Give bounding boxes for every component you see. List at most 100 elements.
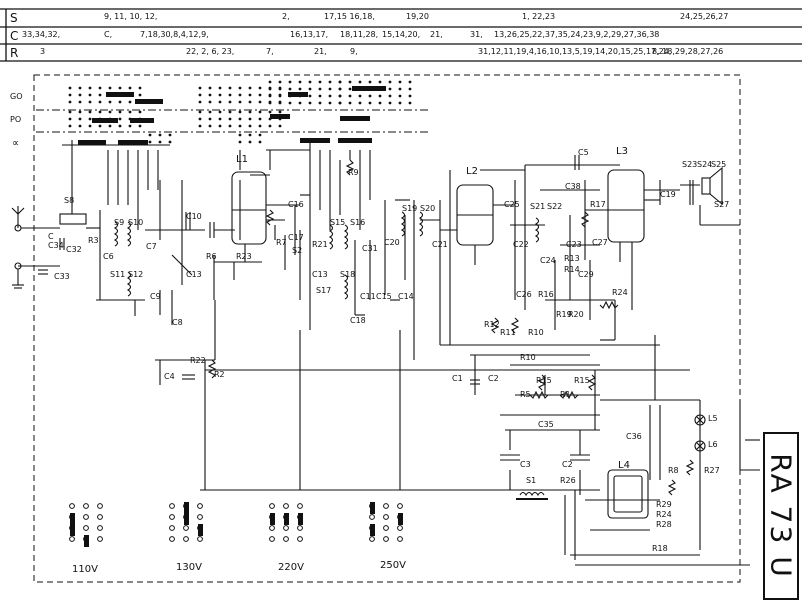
comp-label: C25 xyxy=(504,200,520,209)
comp-label: R14 xyxy=(564,265,580,274)
coil-label-l1: L1 xyxy=(236,154,248,165)
model-label: RA 73 U xyxy=(764,453,798,579)
header-group: 19,20 xyxy=(406,12,429,21)
comp-label: S24 xyxy=(697,160,713,169)
comp-label: C8 xyxy=(172,318,183,327)
comp-label: C13 xyxy=(312,270,328,279)
comp-label: C7 xyxy=(146,242,157,251)
comp-label: R15 xyxy=(574,376,590,385)
comp-label: C34 xyxy=(48,241,64,250)
header-group: C, xyxy=(104,30,113,39)
header-group: 21, xyxy=(430,30,443,39)
voltage-label-130v: 130V xyxy=(176,562,202,573)
comp-label: C35 xyxy=(538,420,554,429)
comp-label: S15 xyxy=(330,218,346,227)
comp-label: R10 xyxy=(520,353,536,362)
voltage-label-110v: 110V xyxy=(72,564,98,575)
header-letter: S xyxy=(10,11,18,25)
comp-label: C23 xyxy=(566,240,582,249)
comp-label: C10 xyxy=(186,212,202,221)
comp-label: R29 xyxy=(656,500,672,509)
header-group: 21, xyxy=(314,47,327,56)
comp-label: R13 xyxy=(564,254,580,263)
header-letter: C xyxy=(10,29,19,43)
comp-label: R2 xyxy=(214,370,225,379)
comp-label: R15 xyxy=(536,376,552,385)
band-label-ac: ∝ xyxy=(12,138,20,149)
comp-label: S16 xyxy=(350,218,366,227)
comp-label: R10 xyxy=(528,328,544,337)
comp-label: S17 xyxy=(316,286,332,295)
comp-label: C6 xyxy=(103,252,114,261)
header-group: 22, 2, 6, 23, xyxy=(186,47,235,56)
comp-label: C36 xyxy=(626,432,642,441)
comp-label: S11 xyxy=(110,270,126,279)
header-group: 2, xyxy=(282,12,290,21)
comp-label: C32 xyxy=(66,245,82,254)
header-group: 7,18,30,8,4,12,9, xyxy=(140,30,209,39)
comp-label: R17 xyxy=(590,200,606,209)
comp-label: C11 xyxy=(360,292,376,301)
comp-label: C xyxy=(48,232,54,241)
comp-label: S19 xyxy=(402,204,418,213)
comp-label: C18 xyxy=(350,316,366,325)
comp-label: C21 xyxy=(432,240,448,249)
comp-label: R9 xyxy=(348,168,359,177)
header-group: 15,14,20, xyxy=(382,30,421,39)
comp-label: S1 xyxy=(526,476,537,485)
coil-label-l3: L3 xyxy=(616,146,628,157)
voltage-label-220v: 220V xyxy=(278,562,304,573)
comp-label: R8 xyxy=(668,466,679,475)
comp-label: R24 xyxy=(612,288,628,297)
comp-label: C9 xyxy=(150,292,161,301)
comp-label: S18 xyxy=(340,270,356,279)
comp-label: S23 xyxy=(682,160,698,169)
lamp-label: L6 xyxy=(708,440,718,449)
comp-label: C22 xyxy=(513,240,529,249)
comp-label: C24 xyxy=(540,256,556,265)
comp-label: C14 xyxy=(398,292,414,301)
comp-label: R5 xyxy=(520,390,531,399)
header-letter: R xyxy=(10,46,19,60)
comp-label: C20 xyxy=(384,238,400,247)
comp-label: C15 xyxy=(376,292,392,301)
comp-label: R23 xyxy=(236,252,252,261)
comp-label: C4 xyxy=(164,372,175,381)
comp-label: C2 xyxy=(488,374,499,383)
comp-label: C19 xyxy=(660,190,676,199)
comp-label: R7 xyxy=(276,238,287,247)
coil-label-l2: L2 xyxy=(466,166,478,177)
comp-label: C31 xyxy=(362,244,378,253)
header-group: 8, 18,29,28,27,26 xyxy=(652,47,724,56)
model-box xyxy=(763,432,799,600)
header-group: 33,34,32, xyxy=(22,30,61,39)
comp-label: R16 xyxy=(538,290,554,299)
comp-label: C3 xyxy=(520,460,531,469)
comp-label: R1 xyxy=(560,390,571,399)
header-group: 31,12,11,19,4,16,10,13,5,19,14,20,15,25,… xyxy=(478,47,672,56)
voltage-label-250v: 250V xyxy=(380,560,406,571)
comp-label: C1 xyxy=(452,374,463,383)
comp-label: S12 xyxy=(128,270,144,279)
comp-label: S22 xyxy=(547,202,563,211)
header-group: 18,11,28, xyxy=(340,30,379,39)
comp-label: R24 xyxy=(656,510,672,519)
header-group: 9, xyxy=(350,47,358,56)
comp-label: S20 xyxy=(420,204,436,213)
comp-label: R11 xyxy=(500,328,516,337)
comp-label: R20 xyxy=(568,310,584,319)
comp-label: R27 xyxy=(704,466,720,475)
band-label-po: PO xyxy=(10,115,22,124)
header-group: 17,15 16,18, xyxy=(324,12,375,21)
comp-label: C17 xyxy=(288,233,304,242)
comp-label: C33 xyxy=(54,272,70,281)
header-row-c: C 33,34,32, C, 7,18,30,8,4,12,9, 16,13,1… xyxy=(0,27,802,45)
header-group: 3 xyxy=(40,47,46,56)
comp-label: C13 xyxy=(186,270,202,279)
header-group: 16,13,17, xyxy=(290,30,329,39)
header-group: 7, xyxy=(266,47,274,56)
comp-label: C38 xyxy=(565,182,581,191)
comp-label: S21 xyxy=(530,202,546,211)
